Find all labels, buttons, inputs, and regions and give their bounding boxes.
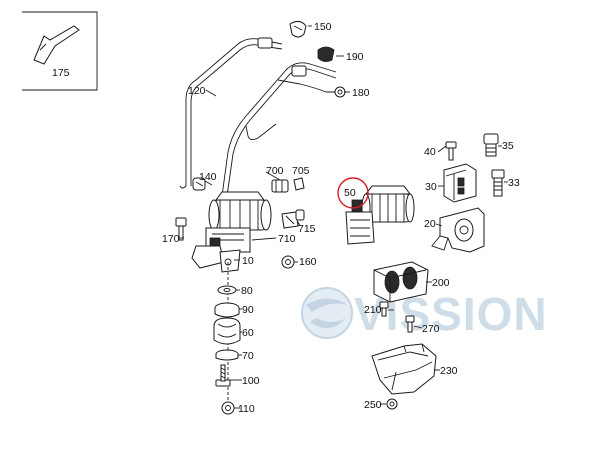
callout-80: 80: [241, 285, 253, 297]
callout-40: 40: [424, 146, 436, 158]
watermark-globe-icon: [301, 287, 353, 339]
callout-35: 35: [502, 140, 514, 152]
callout-30: 30: [425, 181, 437, 193]
fitting-part-35: [483, 133, 499, 157]
bolt-part-210: [379, 301, 389, 317]
air-lines: [179, 37, 342, 197]
bracket-part-20: [431, 207, 485, 253]
callout-170: 170: [162, 233, 180, 245]
clip-part-190: [317, 46, 335, 62]
callout-10: 10: [242, 255, 254, 267]
valve-block-part-200: [373, 261, 429, 303]
leader-lines: [178, 25, 508, 409]
callout-230: 230: [440, 365, 458, 377]
inset-bracket-part: [33, 25, 80, 65]
callout-200: 200: [432, 277, 450, 289]
cover-part-230: [371, 343, 437, 395]
bolt-part-270: [405, 315, 415, 333]
callout-labels: 150 190 180 120 140 700 705 170 710 715 …: [162, 21, 520, 415]
callout-90: 90: [242, 304, 254, 316]
compressor-assembly-left: [191, 191, 272, 273]
bushing-part-715: [295, 209, 305, 221]
clip-part-150: [289, 20, 307, 38]
callout-20: 20: [424, 218, 436, 230]
callout-110: 110: [238, 403, 255, 415]
callout-270: 270: [422, 323, 440, 335]
inset-label: 175: [52, 67, 70, 79]
nut-part-160: [281, 255, 295, 269]
fitting-part-33: [491, 169, 505, 197]
compressor-part-50: [345, 185, 415, 245]
callout-150: 150: [314, 21, 332, 33]
nut-part-250: [386, 398, 398, 410]
callout-710: 710: [278, 233, 296, 245]
mount-stack: [213, 262, 241, 415]
callout-100: 100: [242, 375, 260, 387]
callout-50: 50: [344, 187, 356, 199]
callout-250: 250: [364, 399, 382, 411]
screw-part-40: [445, 141, 457, 161]
callout-700: 700: [266, 165, 284, 177]
callout-210: 210: [364, 304, 382, 316]
relay-part-30: [443, 163, 477, 203]
highlight-circle-50: [337, 177, 369, 209]
grommet-part-180: [334, 86, 346, 98]
callout-140: 140: [199, 171, 217, 183]
callout-60: 60: [242, 327, 254, 339]
callout-160: 160: [299, 256, 317, 268]
inset-box: 175: [22, 11, 98, 91]
callout-190: 190: [346, 51, 364, 63]
callout-180: 180: [352, 87, 370, 99]
clip-part-140: [192, 177, 206, 191]
callout-33: 33: [508, 177, 520, 189]
fitting-part-705: [293, 177, 305, 191]
callout-70: 70: [242, 350, 254, 362]
callout-120: 120: [188, 85, 206, 97]
callout-715: 715: [298, 223, 316, 235]
callout-705: 705: [292, 165, 310, 177]
mount-part-710: [281, 211, 299, 229]
fitting-part-700: [271, 179, 289, 193]
bolt-part-170: [175, 217, 187, 241]
